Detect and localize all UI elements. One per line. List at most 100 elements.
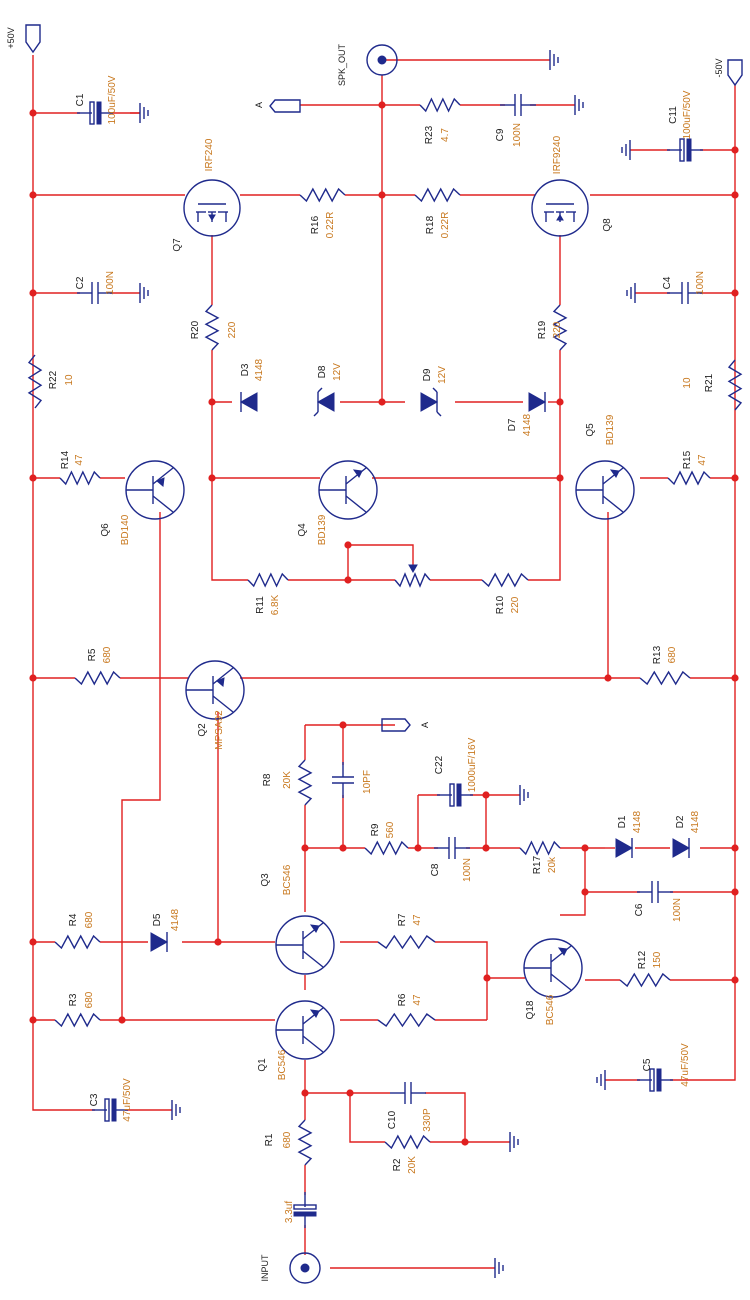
resistor-r11: [247, 572, 289, 588]
junction-dot: [731, 888, 739, 896]
junction-dot: [581, 844, 589, 852]
ground-symbol: [549, 50, 559, 70]
transistor-q6: [125, 460, 185, 520]
value-q2: MPSA92: [214, 710, 225, 750]
junction-dot: [731, 474, 739, 482]
ref-c1: C1: [75, 93, 86, 106]
resistor-r17: [519, 840, 561, 856]
junction-dot: [344, 576, 352, 584]
junction-dot: [29, 938, 37, 946]
capacitor-c11: [667, 138, 703, 162]
ref-r23: R23: [424, 125, 435, 144]
capacitor-c8: [434, 837, 470, 859]
value-r5: 680: [102, 646, 113, 663]
resistor-r15: [667, 470, 711, 486]
value-q7: IRF240: [204, 138, 215, 171]
junction-dot: [301, 844, 309, 852]
junction-dot: [339, 844, 347, 852]
wire: [121, 512, 161, 1020]
value-q8: IRF9240: [552, 135, 563, 174]
value-c1: 100uF/50V: [107, 75, 118, 124]
ref-q4: Q4: [297, 523, 308, 537]
value-r11: 6.8K: [270, 594, 281, 615]
resistor-r16: [299, 187, 346, 203]
ground-symbol: [621, 140, 631, 160]
junction-dot: [731, 976, 739, 984]
label-net-a-top: A: [254, 102, 264, 108]
wire: [435, 941, 488, 1020]
ref-r7: R7: [397, 913, 408, 926]
value-c10: 330P: [422, 1108, 433, 1132]
ground-symbol: [171, 1100, 181, 1120]
value-r4: 680: [84, 911, 95, 928]
transistor-q5: [575, 460, 635, 520]
value-r13: 680: [667, 646, 678, 663]
ref-r12: R12: [637, 950, 648, 969]
ref-r4: R4: [68, 913, 79, 926]
resistor-r10: [481, 572, 529, 588]
ref-c8: C8: [430, 863, 441, 876]
ref-r11: R11: [255, 596, 266, 614]
value-q18: BC546: [545, 994, 556, 1025]
transistor-q18: [523, 938, 583, 998]
capacitor-10pf: [332, 762, 354, 798]
input-jack: [289, 1252, 321, 1284]
value-c22: 1000uF/16V: [467, 737, 478, 792]
value-c5: 47uF/50V: [680, 1043, 691, 1087]
ground-symbol: [574, 95, 584, 115]
ref-q2: Q2: [197, 723, 208, 737]
ref-r1: R1: [264, 1133, 275, 1146]
value-r3: 680: [84, 991, 95, 1008]
wire: [528, 350, 561, 581]
value-c9: 100N: [512, 123, 523, 147]
ground-symbol: [519, 785, 529, 805]
junction-dot: [378, 398, 386, 406]
junction-dot: [483, 974, 491, 982]
ref-q7: Q7: [172, 238, 183, 252]
resistor-r1: [297, 1119, 313, 1166]
ref-c10: C10: [387, 1110, 398, 1129]
label-net-a-mid: A: [420, 722, 430, 728]
wires: [32, 55, 736, 1269]
diode-d9: [420, 387, 442, 417]
junction-dot: [556, 398, 564, 406]
value-q4: BD139: [317, 514, 328, 545]
ref-c11: C11: [668, 106, 679, 124]
value-r21: 10: [682, 377, 693, 389]
wire: [670, 85, 736, 1081]
junction-dot: [731, 844, 739, 852]
resistor-r14: [59, 470, 101, 486]
ground-symbol: [494, 1258, 504, 1278]
resistor-r22: [27, 354, 43, 409]
junction-dot: [731, 674, 739, 682]
resistor-r9: [364, 840, 409, 856]
capacitor-c1: [77, 101, 113, 125]
ref-r21: R21: [704, 373, 715, 392]
junction-dot: [731, 191, 739, 199]
junction-dot: [29, 109, 37, 117]
label-input: INPUT: [260, 1254, 270, 1282]
value-d2: 4148: [690, 810, 701, 833]
ref-r9: R9: [370, 823, 381, 836]
transistor-q4: [318, 460, 378, 520]
wire: [32, 55, 95, 1111]
capacitor-c6: [637, 881, 673, 903]
resistor-r6: [377, 1012, 436, 1028]
diode-d1: [615, 838, 634, 858]
resistor-r8: [297, 759, 313, 806]
resistor-r20: [204, 304, 220, 351]
ref-r2: R2: [392, 1158, 403, 1171]
wire: [211, 350, 248, 581]
wire: [470, 794, 487, 848]
junction-dot: [581, 888, 589, 896]
value-c3: 47uF/50V: [122, 1078, 133, 1122]
diode-d8: [313, 387, 335, 417]
junction-dot: [29, 191, 37, 199]
ground-symbol: [139, 103, 149, 123]
ref-r15: R15: [682, 450, 693, 469]
value-c6: 100N: [672, 898, 683, 922]
ref-r6: R6: [397, 993, 408, 1006]
junction-dot: [208, 474, 216, 482]
value-c-input: 3.3uf: [284, 1201, 295, 1223]
speaker-output-jack: [366, 44, 398, 76]
